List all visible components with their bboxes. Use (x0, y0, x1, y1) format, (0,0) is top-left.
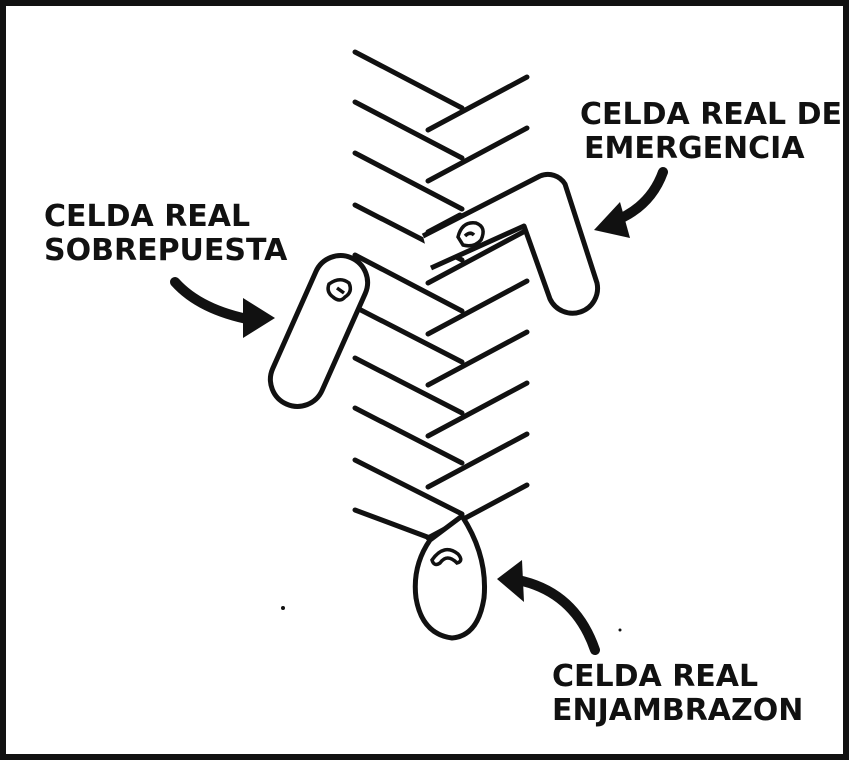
swarm-label-line2: ENJAMBRAZON (552, 693, 803, 728)
speck (281, 606, 285, 610)
comb-cells (352, 49, 530, 541)
speck (618, 628, 622, 632)
swarm-queen-cell (412, 513, 487, 641)
larva-icon (430, 547, 463, 567)
emergency-queen-cell (421, 171, 601, 316)
swarm-label-line1: CELDA REAL (552, 659, 758, 694)
emergency-arrow (594, 167, 668, 238)
larva-icon (326, 278, 353, 302)
supersedure-label-line1: CELDA REAL (44, 199, 250, 234)
supersedure-label-line2: SOBREPUESTA (44, 233, 288, 268)
larva-icon (456, 221, 485, 248)
emergency-label-line2: EMERGENCIA (584, 131, 805, 166)
emergency-label-line1: CELDA REAL DE (580, 97, 842, 132)
supersedure-arrow (170, 277, 275, 338)
swarm-arrow (497, 560, 600, 655)
supersedure-queen-cell (267, 253, 371, 409)
